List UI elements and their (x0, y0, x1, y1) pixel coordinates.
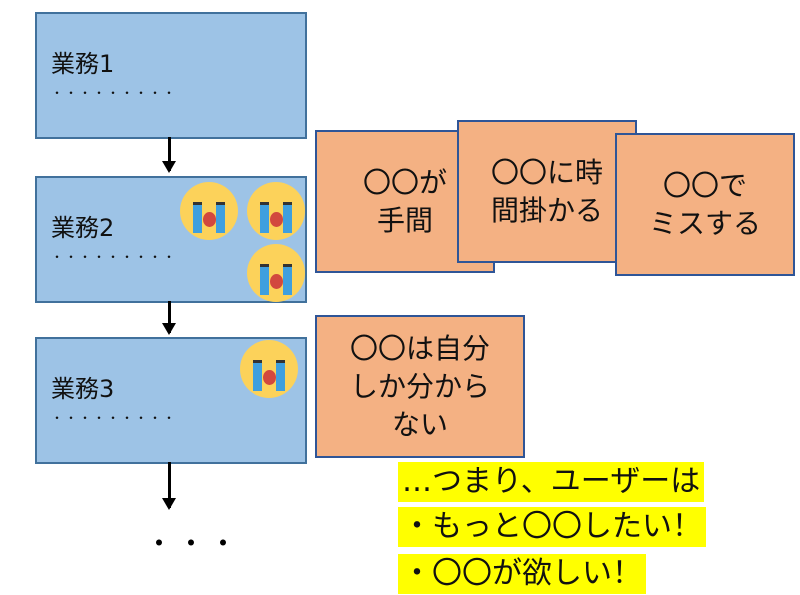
crying-face-icon (240, 340, 298, 398)
ellipsis: ・・・ (145, 527, 242, 560)
task-title: 業務1 (51, 50, 115, 78)
task-dots: ・・・・・・・・・ (51, 250, 178, 264)
arrow-down (162, 462, 176, 510)
arrow-down (162, 301, 176, 335)
pain-point-note: 〇〇は自分 しか分から ない (315, 315, 525, 458)
arrow-down (162, 137, 176, 173)
task-box-1: 業務1 ・・・・・・・・・ (35, 12, 307, 139)
crying-face-icon (247, 182, 305, 240)
summary-line: ・もっと〇〇したい！ (398, 507, 706, 547)
task-title: 業務2 (51, 214, 115, 242)
task-title: 業務3 (51, 375, 115, 403)
task-dots: ・・・・・・・・・ (51, 86, 178, 100)
crying-face-icon (247, 244, 305, 302)
summary-line: ・〇〇が欲しい！ (398, 554, 646, 594)
pain-point-note: 〇〇に時 間掛かる (457, 120, 637, 263)
summary-line: …つまり、ユーザーは (398, 462, 705, 502)
task-dots: ・・・・・・・・・ (51, 411, 178, 425)
crying-face-icon (180, 182, 238, 240)
pain-point-note: 〇〇で ミスする (615, 133, 795, 276)
